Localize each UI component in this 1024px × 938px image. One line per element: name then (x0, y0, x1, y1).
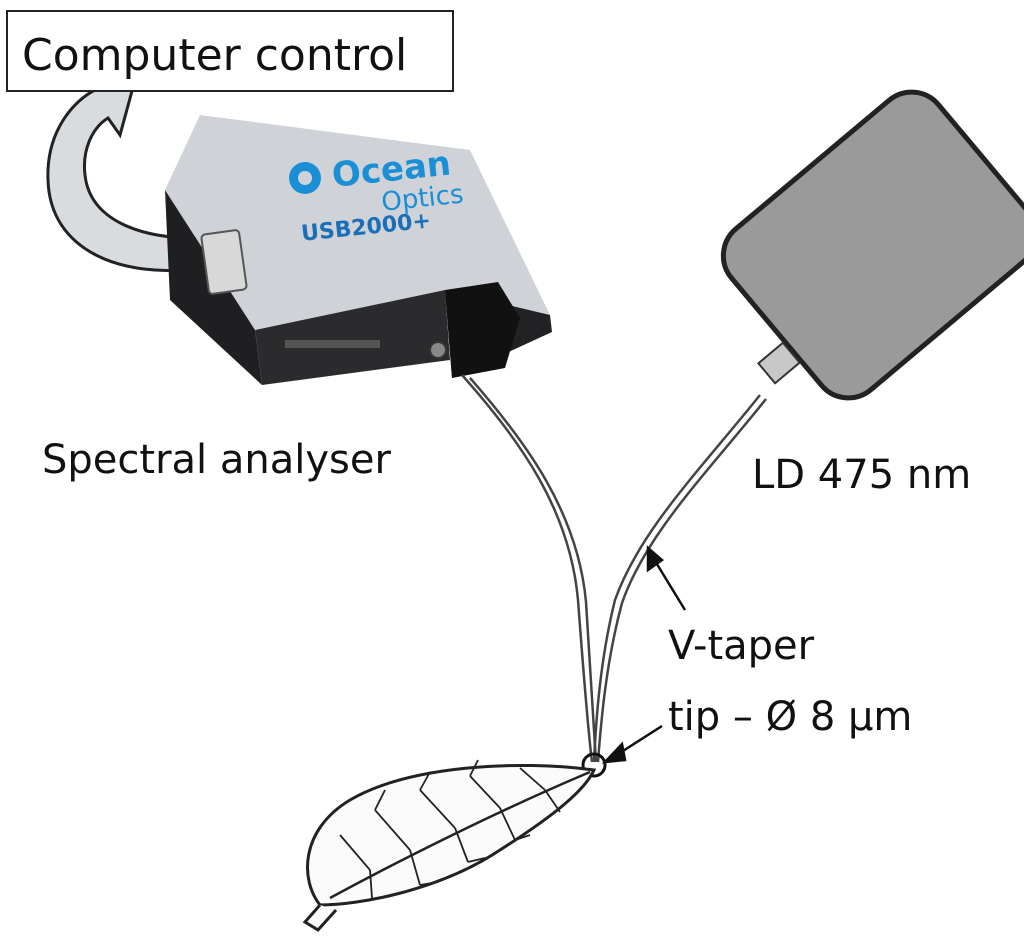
computer-control-label: Computer control (22, 30, 408, 81)
tip-pointer-arrow (601, 724, 663, 764)
optical-fiber-icon (461, 374, 767, 763)
computer-control-box (6, 10, 454, 92)
taper-tip-marker (581, 752, 607, 778)
leaf-icon (302, 759, 597, 932)
spectral-analyser-label: Spectral analyser (42, 437, 391, 483)
vtaper-pointer-arrow (646, 545, 687, 611)
spectrometer-icon (165, 115, 552, 385)
vtaper-label: V-taper (668, 623, 815, 669)
laser-diode-icon (720, 89, 1024, 401)
light-source-label: LD 475 nm (752, 452, 972, 498)
tip-diameter-label: tip – Ø 8 µm (668, 694, 913, 740)
